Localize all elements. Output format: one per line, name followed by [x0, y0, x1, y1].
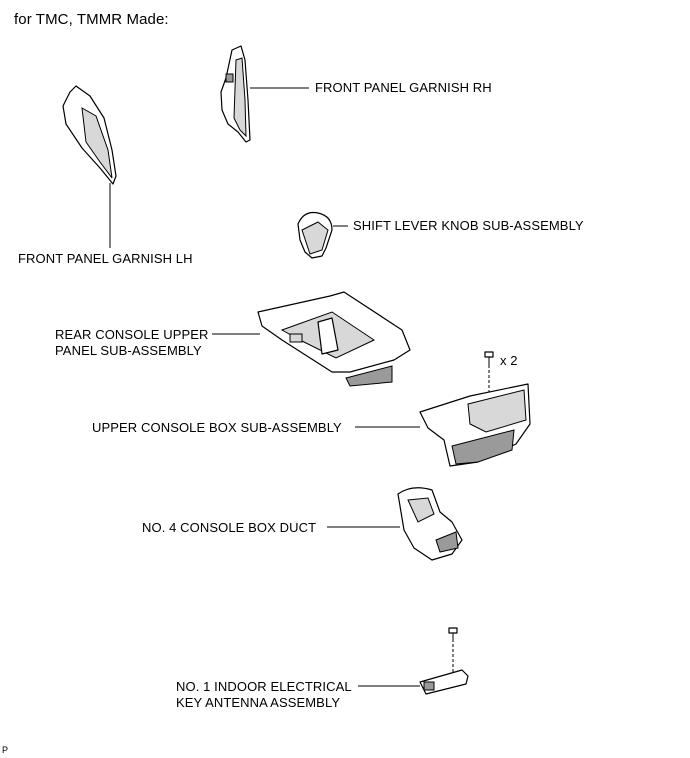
upper-console-screw-drawing: [484, 351, 494, 392]
footer-code: P: [2, 745, 9, 755]
upper-console-box-drawing: [355, 383, 531, 467]
label-key-antenna-2: KEY ANTENNA ASSEMBLY: [176, 695, 341, 710]
rear-console-upper-panel-drawing: [212, 291, 411, 387]
label-front-panel-garnish-lh: FRONT PANEL GARNISH LH: [18, 251, 193, 266]
console-box-duct-drawing: [327, 487, 463, 561]
front-panel-garnish-lh-drawing: [62, 85, 117, 248]
label-shift-lever-knob: SHIFT LEVER KNOB SUB-ASSEMBLY: [353, 218, 584, 233]
label-console-box-duct: NO. 4 CONSOLE BOX DUCT: [142, 520, 317, 535]
label-rear-console-upper-2: PANEL SUB-ASSEMBLY: [55, 343, 202, 358]
label-rear-console-upper-1: REAR CONSOLE UPPER: [55, 327, 209, 342]
key-antenna-drawing: [358, 627, 469, 695]
label-screw-qty: x 2: [500, 353, 518, 368]
shift-lever-knob-drawing: [297, 211, 348, 259]
label-upper-console-box: UPPER CONSOLE BOX SUB-ASSEMBLY: [92, 420, 342, 435]
diagram-title: for TMC, TMMR Made:: [14, 11, 169, 28]
front-panel-garnish-rh-drawing: [220, 45, 309, 143]
label-key-antenna-1: NO. 1 INDOOR ELECTRICAL: [176, 679, 352, 694]
label-front-panel-garnish-rh: FRONT PANEL GARNISH RH: [315, 80, 492, 95]
